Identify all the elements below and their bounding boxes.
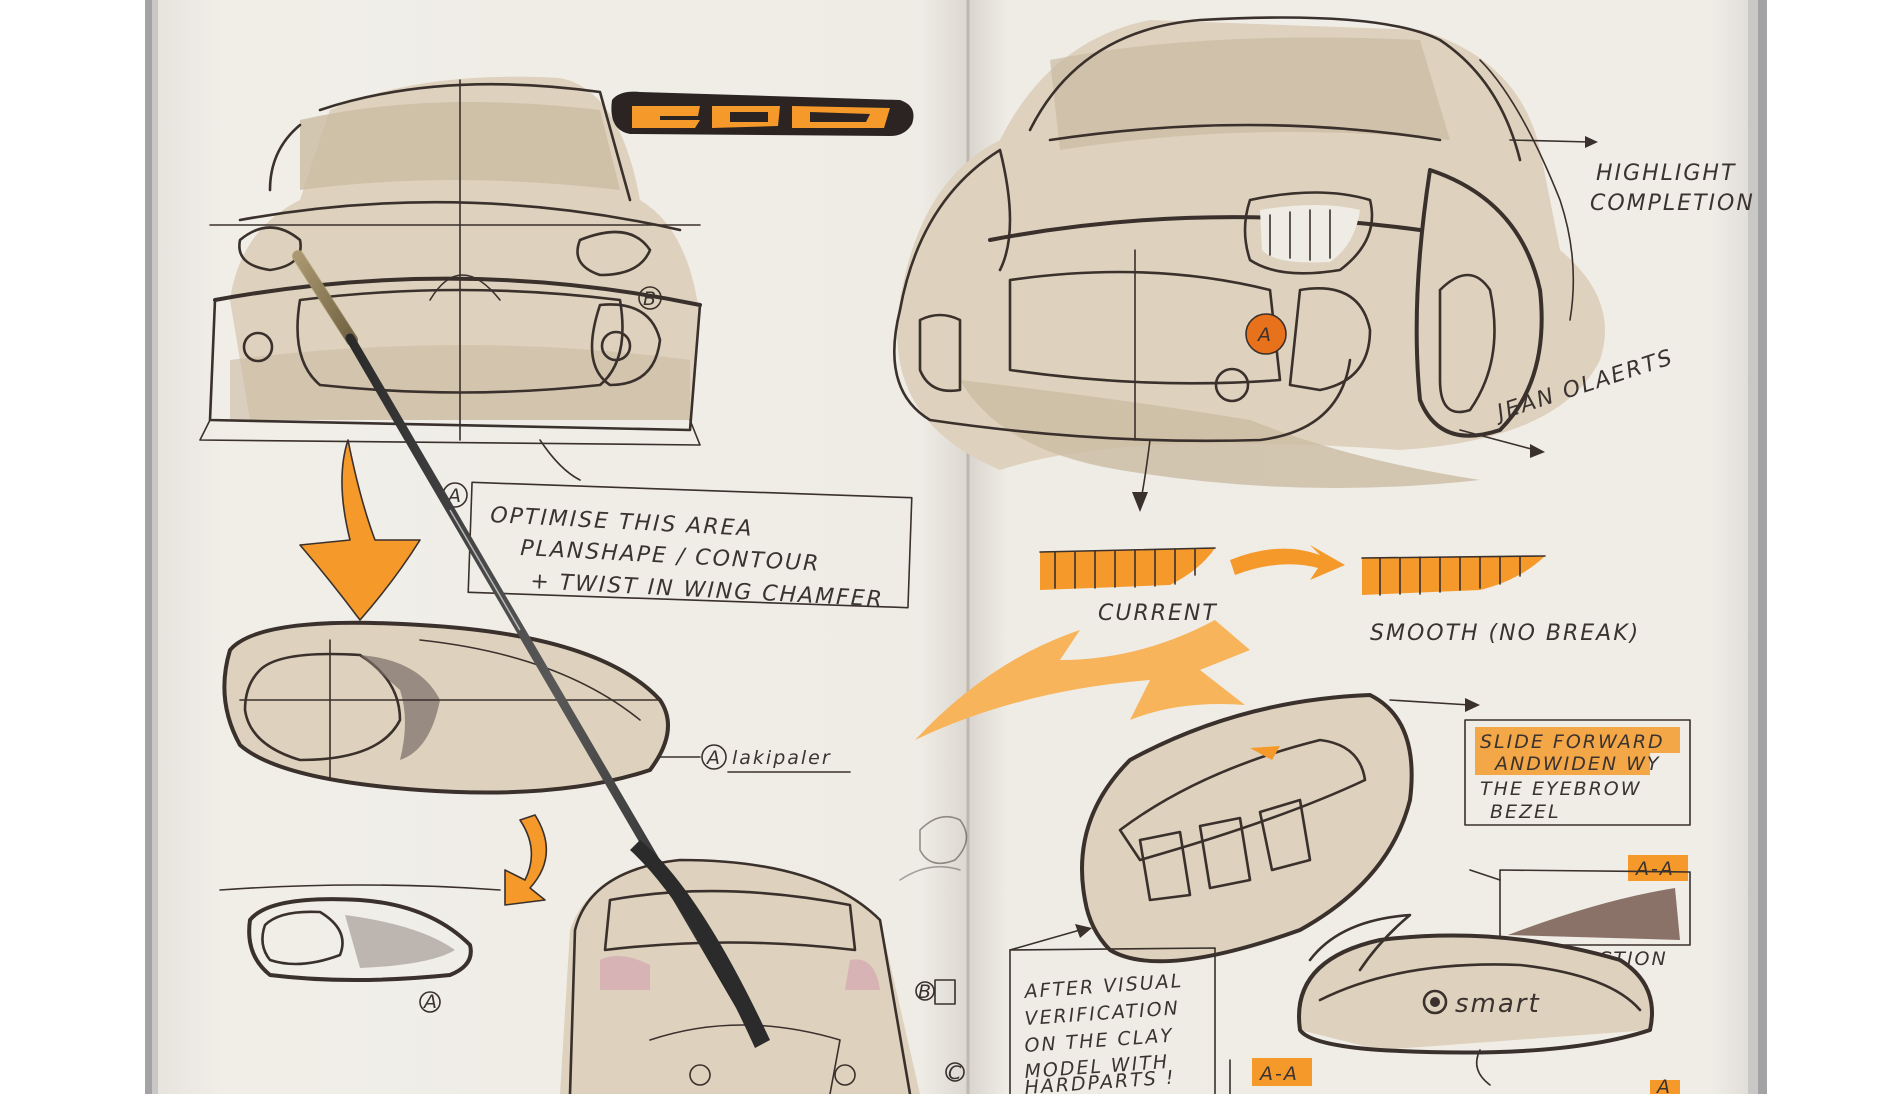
highlight-line-2: COMPLETION <box>1590 191 1755 216</box>
slide-line-4: BEZEL <box>1490 801 1561 823</box>
paintbrush-icon <box>292 250 770 1048</box>
bezel-sketch: A lakipaler <box>222 620 851 795</box>
headlight-sketch <box>1080 693 1480 964</box>
front-badge-b: B <box>638 286 662 310</box>
callout-a-label: A <box>705 747 722 769</box>
section-tag-bottom: A-A <box>1258 1063 1299 1085</box>
callout-a-text: lakipaler <box>732 747 832 769</box>
highlight-line-1: HIGHLIGHT <box>1596 161 1736 186</box>
smart-eyebrow-sketch: smart <box>1297 913 1654 1055</box>
current-label: CURRENT <box>1098 601 1218 626</box>
orange-arrow-down-icon <box>299 439 421 621</box>
gutter-doodle <box>899 815 968 881</box>
section-tag-top: A-A <box>1634 858 1675 880</box>
small-bezel-sketch: A <box>219 884 501 1013</box>
small-a-bottom: A <box>422 991 439 1013</box>
bottom-section-tags: A-A A <box>1229 1049 1680 1094</box>
highlight-note: HIGHLIGHT COMPLETION <box>1509 136 1755 216</box>
current-vs-smooth: CURRENT SMOOTH (NO BREAK) <box>1039 545 1640 646</box>
slide-line-3: THE EYEBROW <box>1480 778 1642 800</box>
front-badge-a: A <box>1256 324 1273 346</box>
small-car-sketch: B C <box>560 858 965 1094</box>
slide-line-2: ANDWIDEN WY <box>1493 753 1661 775</box>
orange-logo-sketch <box>611 91 914 136</box>
perspective-car-sketch: A <box>893 16 1605 512</box>
bottom-right-tag: A <box>1655 1076 1672 1094</box>
orange-arrow-curved-icon <box>915 620 1250 740</box>
small-b-bottom: B <box>918 981 933 1003</box>
slide-line-1: SLIDE FORWARD <box>1480 731 1665 753</box>
smart-logo-icon <box>1422 989 1448 1015</box>
small-c-bottom: C <box>948 1062 963 1084</box>
section-sketch: A-A SECTION <box>1469 855 1691 970</box>
badge-b-text: B <box>643 288 658 310</box>
slide-forward-note: SLIDE FORWARD ANDWIDEN WY THE EYEBROW BE… <box>1464 719 1691 826</box>
smooth-label: SMOOTH (NO BREAK) <box>1370 621 1640 646</box>
orange-arrow-small-icon <box>504 814 548 906</box>
callout-a: A lakipaler <box>659 744 851 773</box>
smart-logo-text: smart <box>1455 989 1541 1019</box>
